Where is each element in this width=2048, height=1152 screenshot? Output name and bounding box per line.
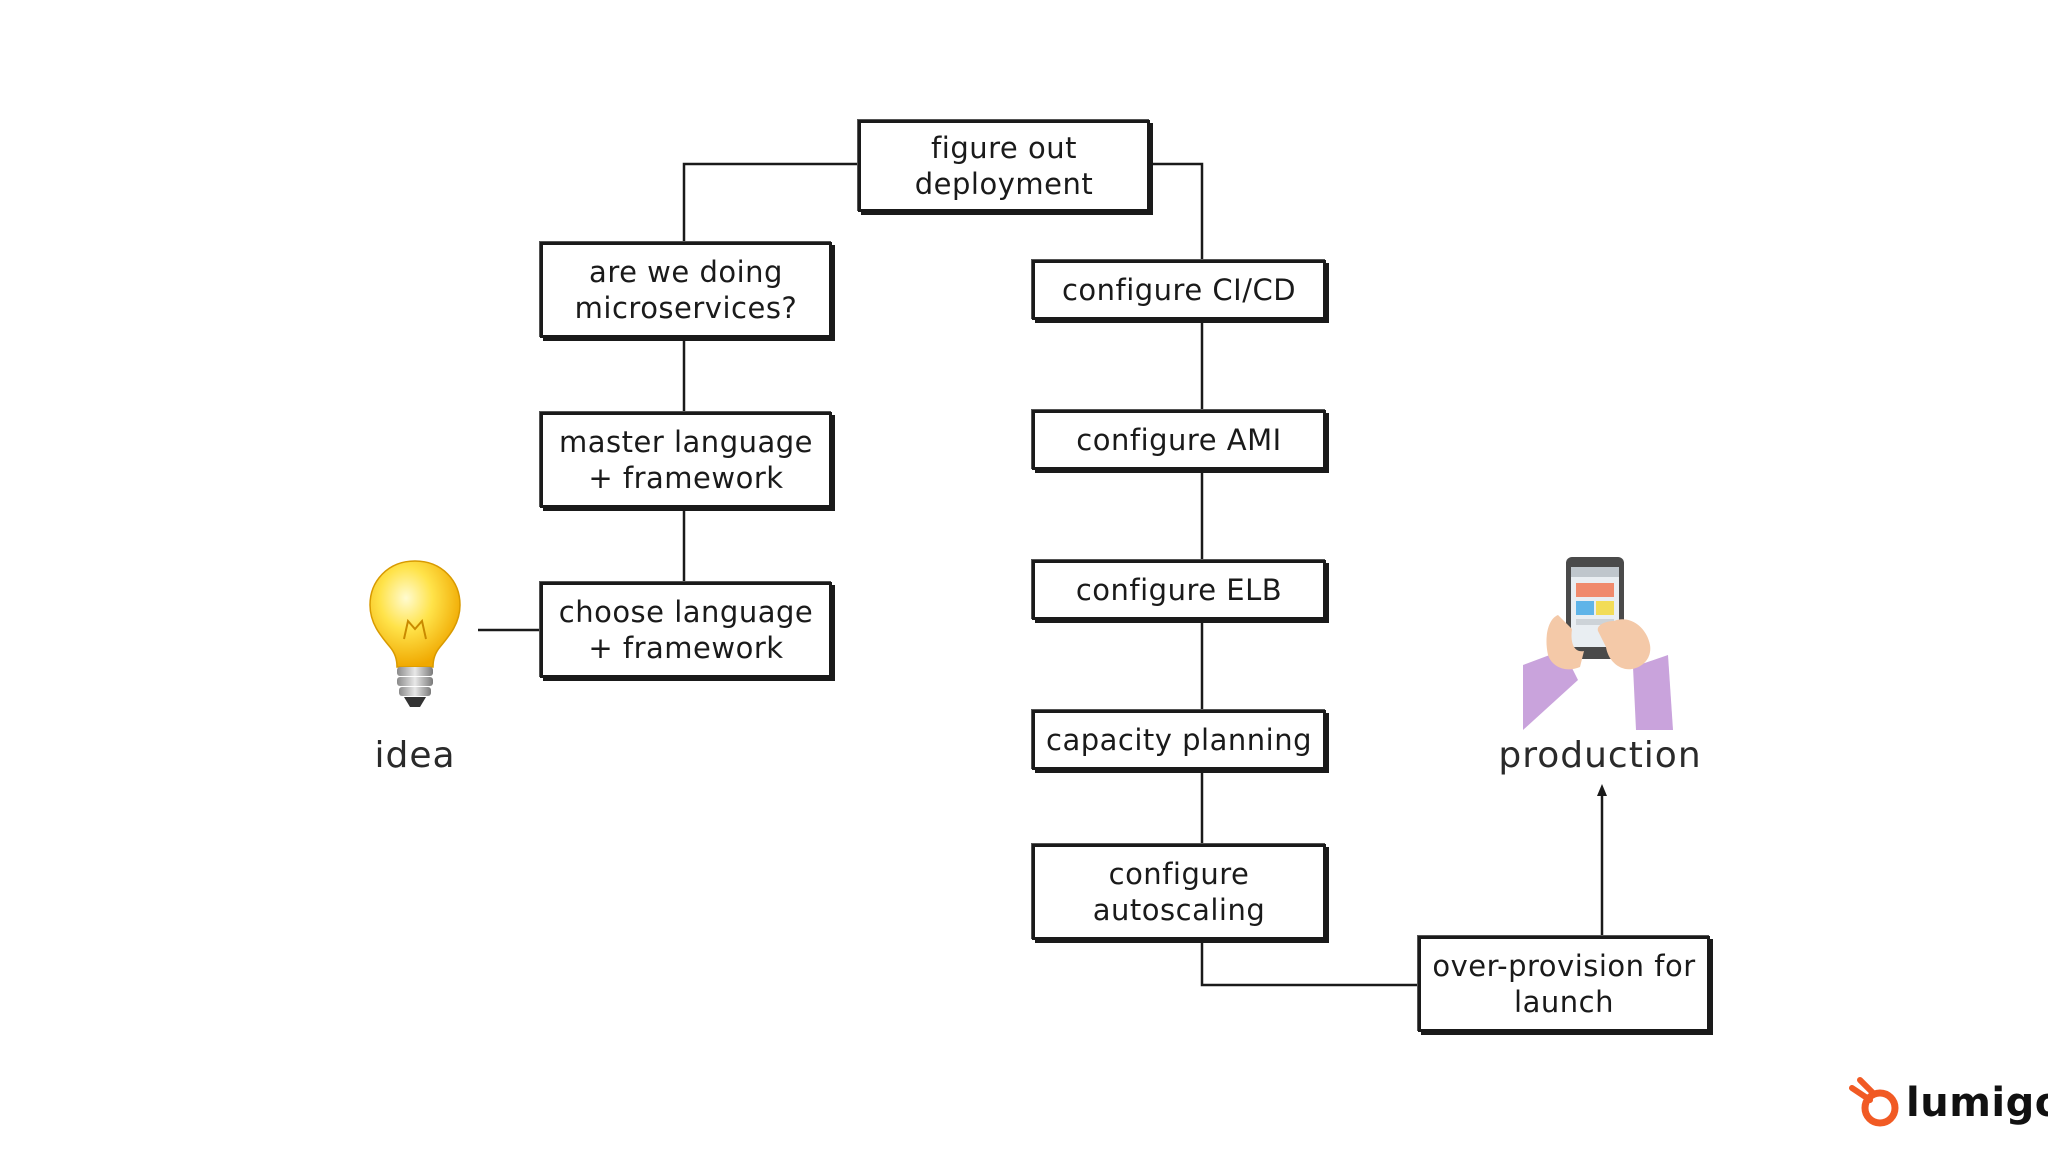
- node-label: figure out deployment: [914, 131, 1094, 201]
- node-label: capacity planning: [1046, 723, 1312, 757]
- brand-logo: lumigo: [1848, 1076, 2048, 1130]
- node-master-language-framework: master language + framework: [540, 412, 832, 508]
- smartphone-hands-icon: [1523, 557, 1673, 730]
- node-label: configure autoscaling: [1092, 857, 1266, 927]
- node-label: master language + framework: [559, 425, 813, 495]
- node-choose-language-framework: choose language + framework: [540, 582, 832, 678]
- lumigo-logo-icon: [1849, 1077, 1899, 1127]
- node-over-provision-for-launch: over-provision for launch: [1418, 936, 1710, 1032]
- node-label: configure CI/CD: [1061, 273, 1297, 307]
- node-figure-out-deployment: figure out deployment: [858, 120, 1150, 212]
- node-configure-autoscaling: configure autoscaling: [1032, 844, 1326, 940]
- node-are-we-doing-microservices: are we doing microservices?: [540, 242, 832, 338]
- node-label: over-provision for launch: [1432, 949, 1696, 1019]
- node-capacity-planning: capacity planning: [1032, 710, 1326, 770]
- idea-label: idea: [374, 735, 456, 776]
- node-configure-ci-cd: configure CI/CD: [1032, 260, 1326, 320]
- node-label: are we doing microservices?: [574, 255, 798, 325]
- lightbulb-icon: [369, 560, 461, 707]
- node-label: configure AMI: [1076, 423, 1282, 457]
- node-configure-elb: configure ELB: [1032, 560, 1326, 620]
- node-label: choose language + framework: [558, 595, 814, 665]
- node-label: configure ELB: [1075, 573, 1283, 607]
- brand-logo-text: lumigo: [1906, 1080, 2048, 1126]
- node-configure-ami: configure AMI: [1032, 410, 1326, 470]
- production-label: production: [1498, 735, 1702, 776]
